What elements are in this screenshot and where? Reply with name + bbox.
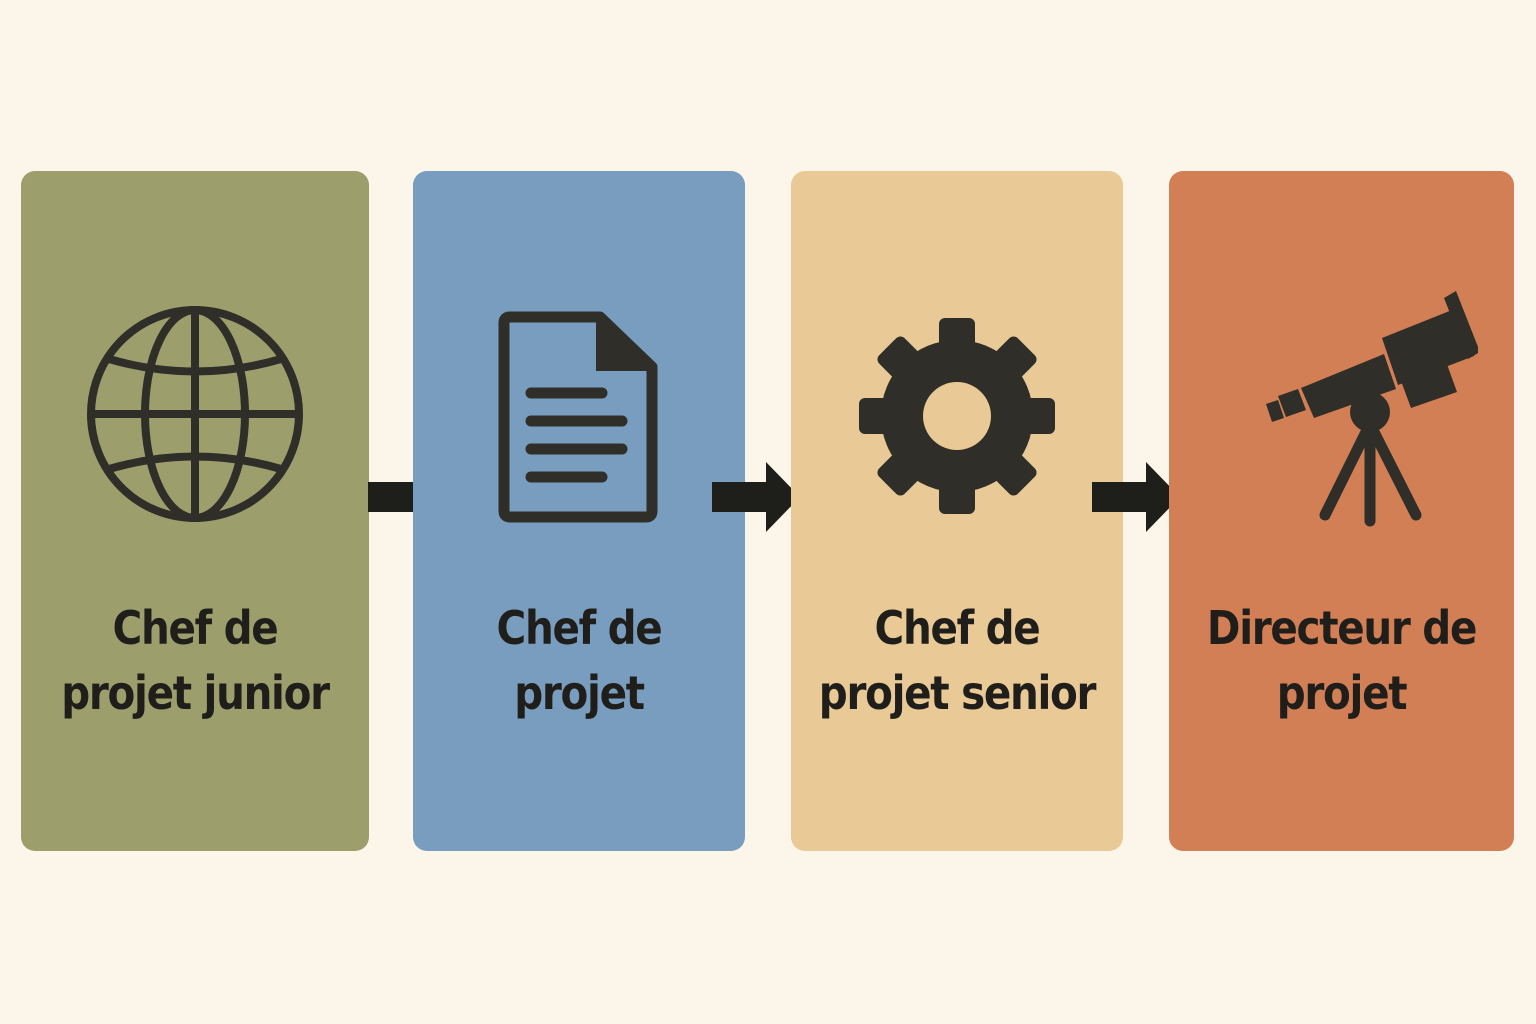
step-card-senior: Chef de projet senior: [791, 171, 1123, 851]
step-card-manager: Chef de projet: [413, 171, 745, 851]
step-label: Chef de projet senior: [811, 596, 1103, 726]
arrow-right-icon: [712, 462, 800, 532]
step-label-line-1: Chef de: [112, 601, 279, 655]
step-label-line-1: Chef de: [496, 601, 663, 655]
step-label-line-2: projet: [1276, 666, 1408, 720]
telescope-icon: [1266, 291, 1479, 527]
step-label-line-2: projet senior: [818, 666, 1097, 720]
gear-icon: [859, 318, 1055, 514]
arrow-right-icon: [1092, 462, 1180, 532]
step-label: Chef de projet junior: [42, 596, 348, 726]
step-card-junior: Chef de projet junior: [21, 171, 369, 851]
globe-icon: [87, 306, 303, 522]
step-label: Chef de projet: [433, 596, 725, 726]
step-label-line-1: Chef de: [874, 601, 1041, 655]
step-label: Directeur de projet: [1190, 596, 1494, 726]
step-label-line-1: Directeur de: [1206, 601, 1477, 655]
document-icon: [498, 311, 658, 523]
step-label-line-2: projet: [514, 666, 645, 720]
step-label-line-2: projet junior: [61, 666, 330, 720]
step-card-director: Directeur de projet: [1169, 171, 1514, 851]
